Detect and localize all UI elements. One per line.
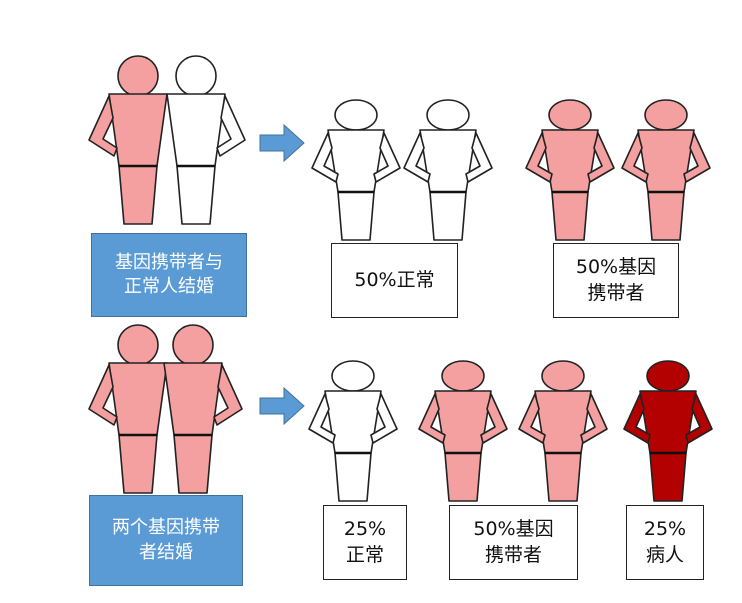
row1-parent-2 bbox=[166, 55, 246, 225]
row1-child-4 bbox=[621, 99, 711, 241]
row1-parent-1 bbox=[88, 55, 168, 225]
row2-parent-2 bbox=[163, 324, 243, 494]
row2-child-4 bbox=[623, 360, 713, 502]
row1-label-box: 基因携带者与 正常人结婚 bbox=[91, 233, 247, 317]
row1-child-3 bbox=[525, 99, 615, 241]
row2-outcome-normal: 25% 正常 bbox=[323, 505, 407, 580]
row1-outcome-carrier-text: 50%基因 携带者 bbox=[575, 255, 657, 304]
row1-outcome-carrier: 50%基因 携带者 bbox=[553, 243, 679, 318]
row2-outcome-carrier: 50%基因 携带者 bbox=[449, 505, 578, 580]
row1-child-2 bbox=[403, 99, 493, 241]
row2-parent-1 bbox=[88, 324, 168, 494]
row2-outcome-patient: 25% 病人 bbox=[626, 505, 704, 580]
row1-label: 基因携带者与 正常人结婚 bbox=[115, 251, 223, 297]
row1-outcome-normal: 50%正常 bbox=[331, 243, 458, 318]
row2-label: 两个基因携带 者结婚 bbox=[112, 517, 220, 563]
row2-outcome-carrier-text: 50%基因 携带者 bbox=[473, 517, 554, 566]
row1-arrow bbox=[259, 123, 305, 163]
row2-child-1 bbox=[308, 360, 398, 502]
row2-child-3 bbox=[518, 360, 608, 502]
row2-label-box: 两个基因携带 者结婚 bbox=[89, 495, 243, 586]
row2-outcome-patient-text: 25% 病人 bbox=[643, 517, 687, 566]
row2-child-2 bbox=[418, 360, 508, 502]
row1-outcome-normal-text: 50%正常 bbox=[354, 268, 435, 291]
row1-child-1 bbox=[311, 99, 401, 241]
row2-outcome-normal-text: 25% 正常 bbox=[343, 517, 387, 566]
row2-arrow bbox=[259, 386, 305, 426]
